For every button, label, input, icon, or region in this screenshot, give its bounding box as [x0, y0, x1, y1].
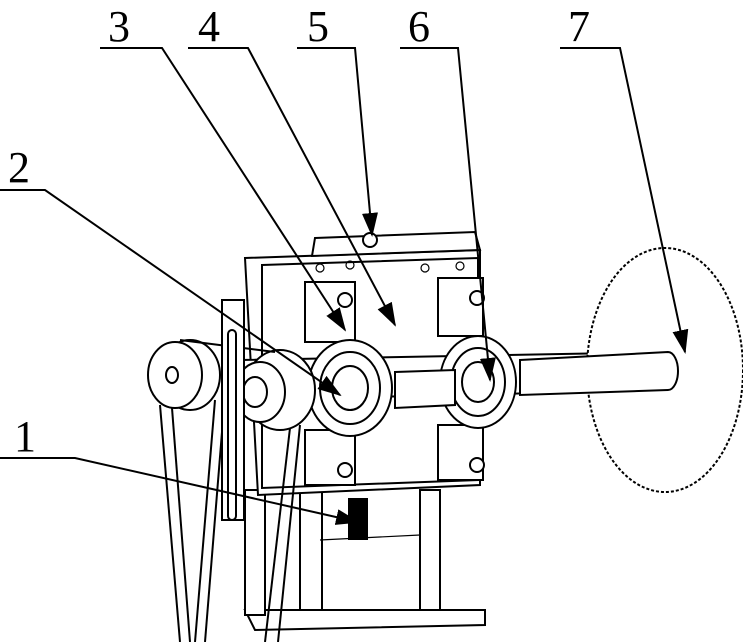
saw-blade: [519, 247, 743, 493]
callout-label-7: 7: [568, 2, 590, 51]
bearing-left: [307, 339, 393, 437]
callout-label-6: 6: [408, 2, 430, 51]
callout-label-4: 4: [198, 2, 220, 51]
callout-label-1: 1: [14, 412, 36, 461]
pulleys: [147, 299, 316, 642]
callout-leaders: [0, 47, 689, 525]
callout-label-2: 2: [8, 143, 30, 192]
callout-label-5: 5: [307, 2, 329, 51]
callout-label-3: 3: [108, 2, 130, 51]
